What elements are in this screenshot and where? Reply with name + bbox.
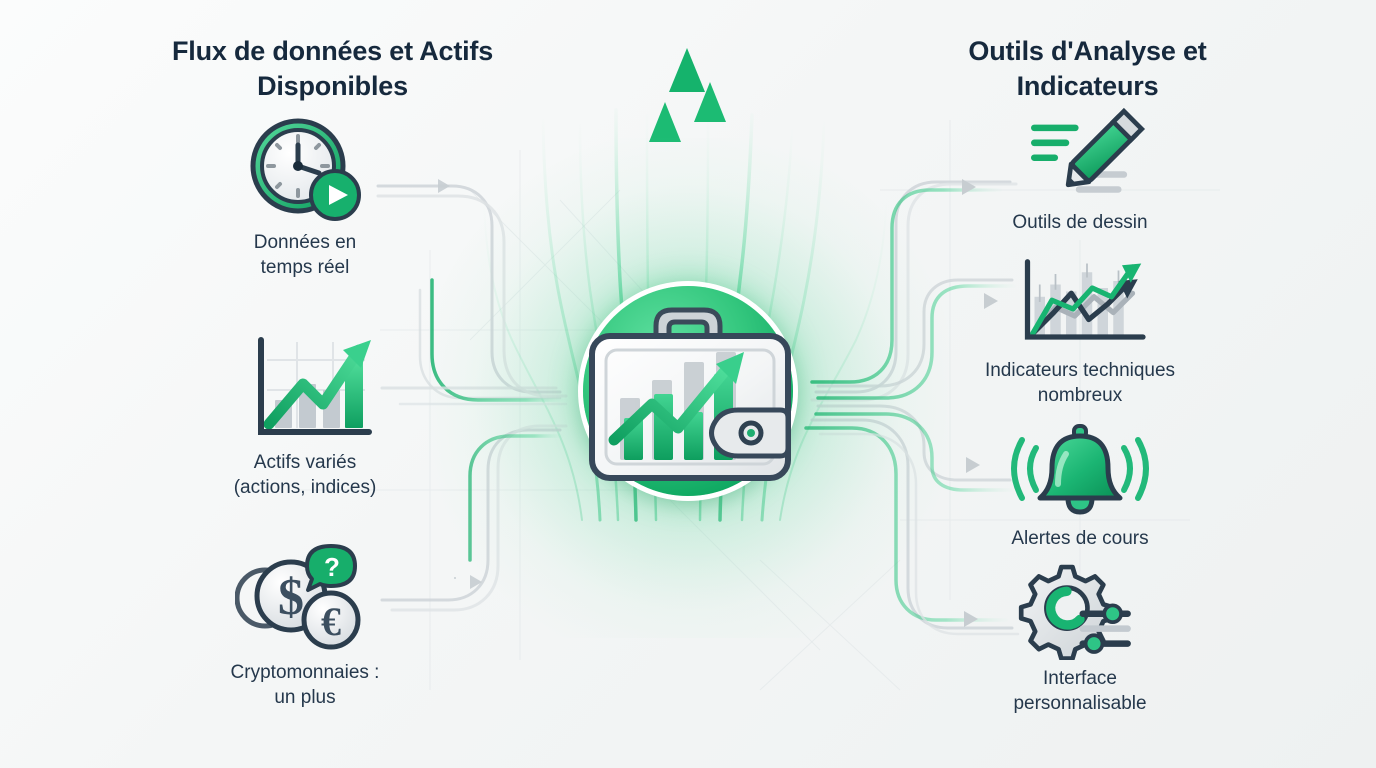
svg-text:$: $ — [278, 569, 304, 626]
feature-realtime: Données en temps réel — [175, 112, 435, 281]
multi-line-chart-icon — [1010, 252, 1150, 352]
pencil-lines-icon — [1010, 104, 1150, 204]
feature-label: Indicateurs techniques nombreux — [984, 360, 1176, 407]
svg-text:€: € — [321, 599, 341, 644]
svg-text:?: ? — [324, 552, 340, 582]
gear-sliders-icon — [1010, 560, 1150, 660]
feature-label: Alertes de cours — [1011, 528, 1149, 549]
page-title-right: Outils d'Analyse et Indicateurs — [968, 36, 1207, 101]
dollar-euro-coins-question-icon: $ € ? — [235, 542, 375, 654]
ringing-bell-icon — [1010, 420, 1150, 520]
feature-assets: Actifs variés (actions, indices) — [175, 332, 435, 501]
bar-chart-growth-icon — [235, 332, 375, 444]
right-connectors — [804, 180, 1020, 636]
feature-label: Interface personnalisable — [1013, 668, 1147, 715]
feature-label: Données en temps réel — [253, 232, 357, 279]
feature-label: Actifs variés (actions, indices) — [233, 452, 377, 499]
feature-label: Cryptomonnaies : un plus — [230, 662, 380, 709]
feature-interface: Interface personnalisable — [930, 560, 1230, 717]
wallet-briefcase-growth-icon — [589, 307, 791, 481]
feature-alerts: Alertes de cours — [930, 420, 1230, 551]
feature-indicators: Indicateurs techniques nombreux — [930, 252, 1230, 409]
left-arrowheads — [438, 179, 482, 589]
left-connectors — [376, 184, 568, 612]
growth-arrows — [649, 48, 726, 303]
feature-drawing: Outils de dessin — [930, 104, 1230, 235]
central-hub — [428, 138, 948, 638]
feature-crypto: $ € ? Cryptomonnaies : un plus — [175, 542, 435, 711]
clock-play-icon — [235, 112, 375, 224]
feature-label: Outils de dessin — [1012, 212, 1148, 233]
right-arrowheads — [962, 179, 998, 627]
page-title-left: Flux de données et Actifs Disponibles — [171, 36, 494, 101]
